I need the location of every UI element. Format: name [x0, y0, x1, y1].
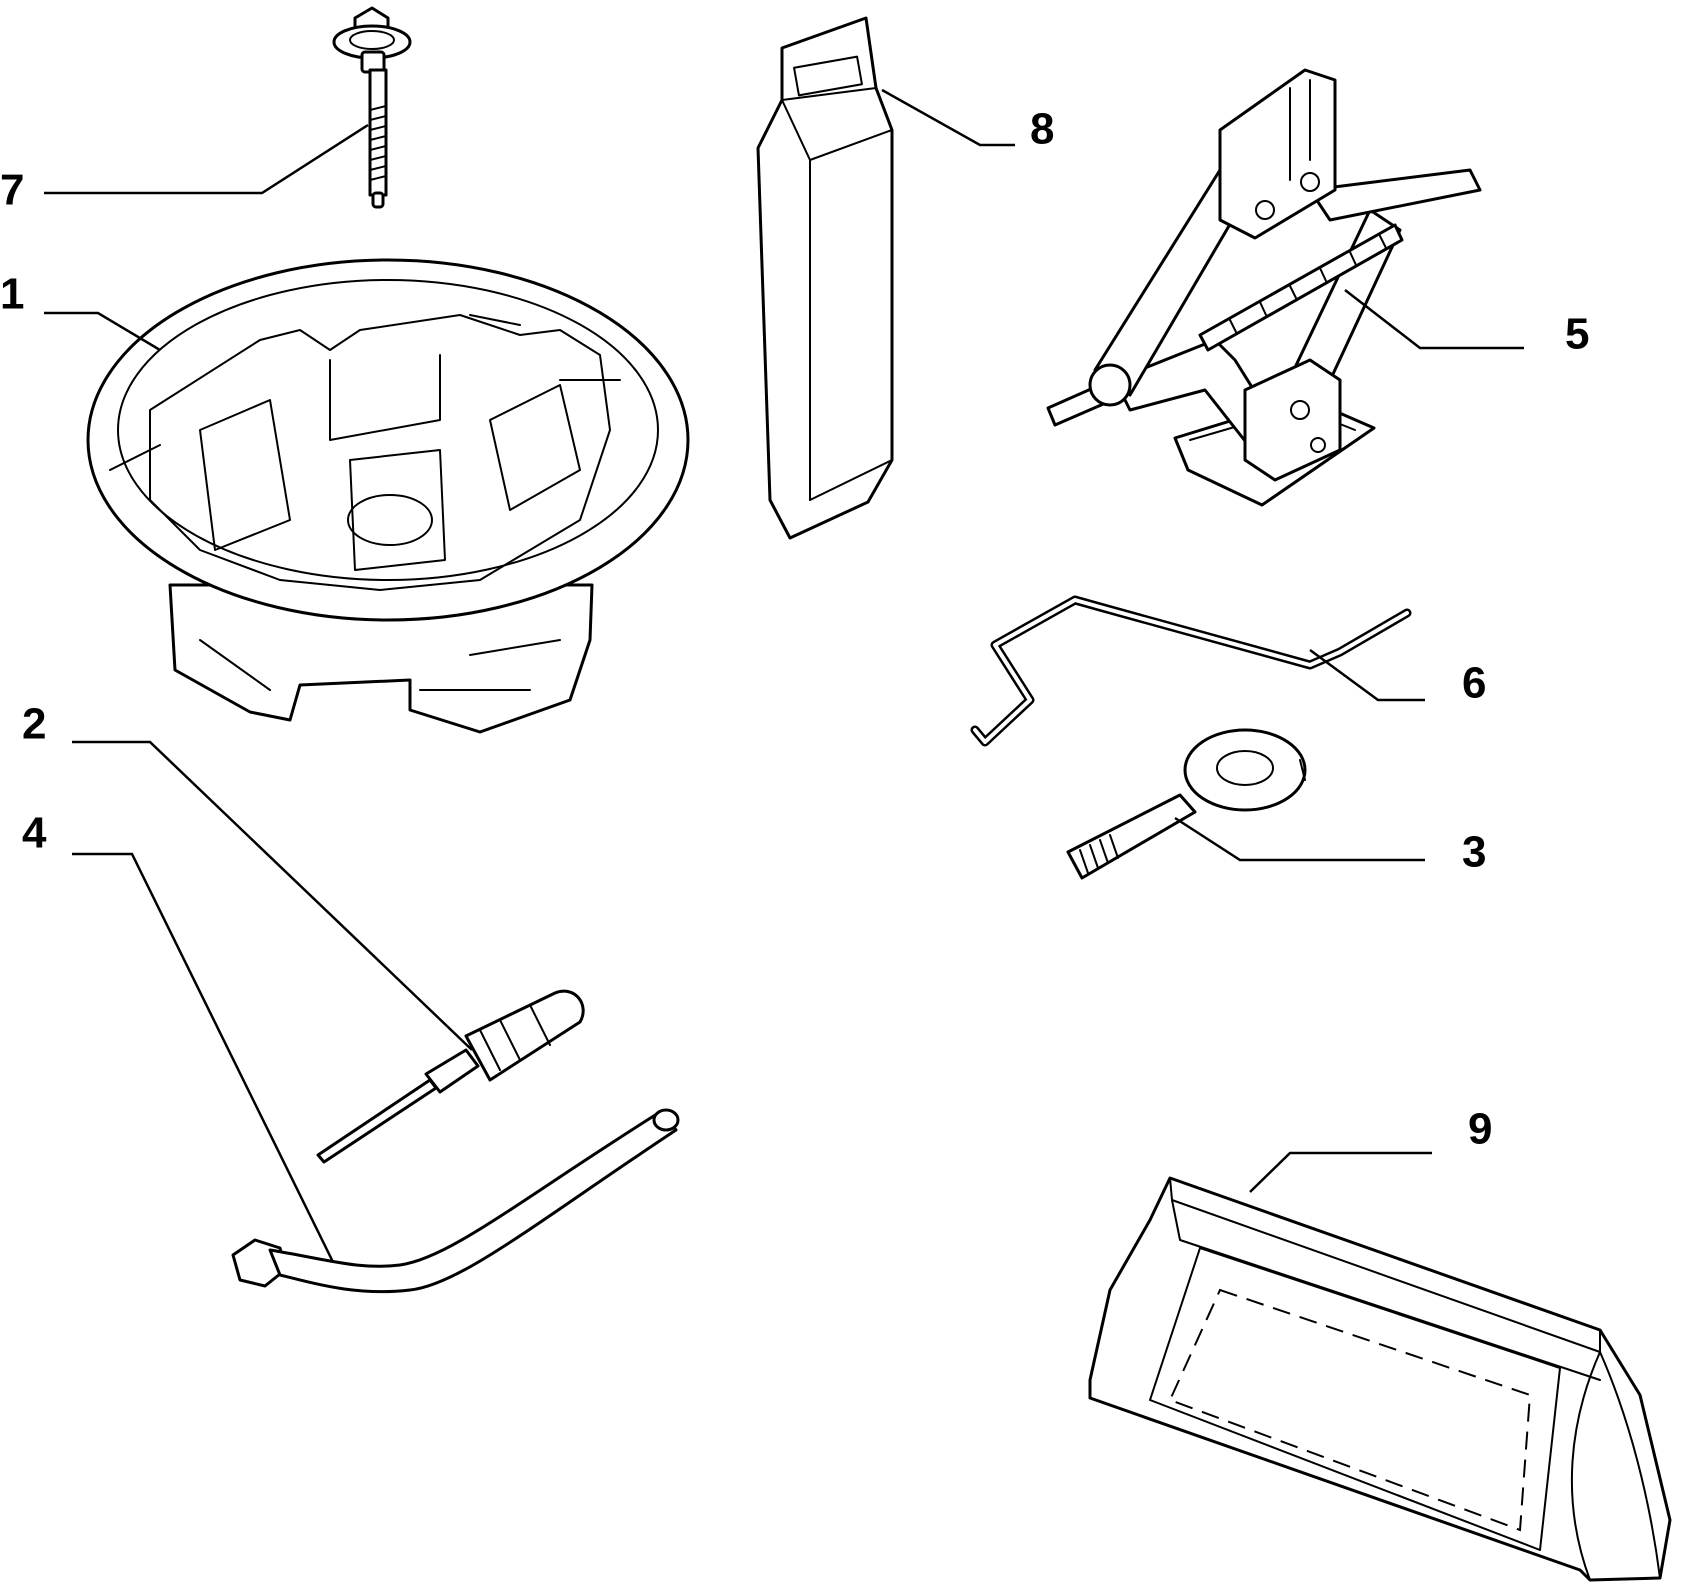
- hook-rod-icon[interactable]: [970, 595, 1412, 747]
- callout-1: 1: [0, 270, 24, 319]
- callout-8: 8: [1030, 105, 1054, 154]
- leader-4: [72, 852, 335, 1263]
- flat-tool-strip-icon[interactable]: [756, 16, 894, 540]
- leader-3: [1174, 816, 1425, 862]
- scissor-jack-icon[interactable]: [1046, 68, 1482, 507]
- screwdriver-icon[interactable]: [316, 989, 585, 1164]
- leader-7: [44, 123, 369, 195]
- bolt-icon[interactable]: [332, 6, 412, 209]
- leader-1: [44, 311, 161, 352]
- callout-9: 9: [1468, 1105, 1492, 1154]
- leader-2: [72, 740, 473, 1051]
- wheel-wrench-icon[interactable]: [231, 1108, 680, 1294]
- leader-6: [1309, 648, 1425, 702]
- callout-7: 7: [0, 166, 24, 215]
- towing-eye-icon[interactable]: [1066, 728, 1307, 880]
- callout-2: 2: [22, 700, 46, 749]
- callout-5: 5: [1565, 310, 1589, 359]
- leader-5: [1344, 289, 1524, 350]
- spare-wheel-tool-tray-icon[interactable]: [86, 258, 690, 734]
- leader-8: [881, 88, 1015, 147]
- callout-6: 6: [1462, 659, 1486, 708]
- callout-4: 4: [22, 809, 47, 858]
- callout-3: 3: [1462, 828, 1486, 877]
- leader-9: [1249, 1151, 1432, 1193]
- leader-lines: [44, 88, 1524, 1263]
- callout-numbers: 7 1 8 5 6 2 4 3 9: [0, 105, 1589, 1154]
- tool-bag-icon[interactable]: [1088, 1176, 1672, 1582]
